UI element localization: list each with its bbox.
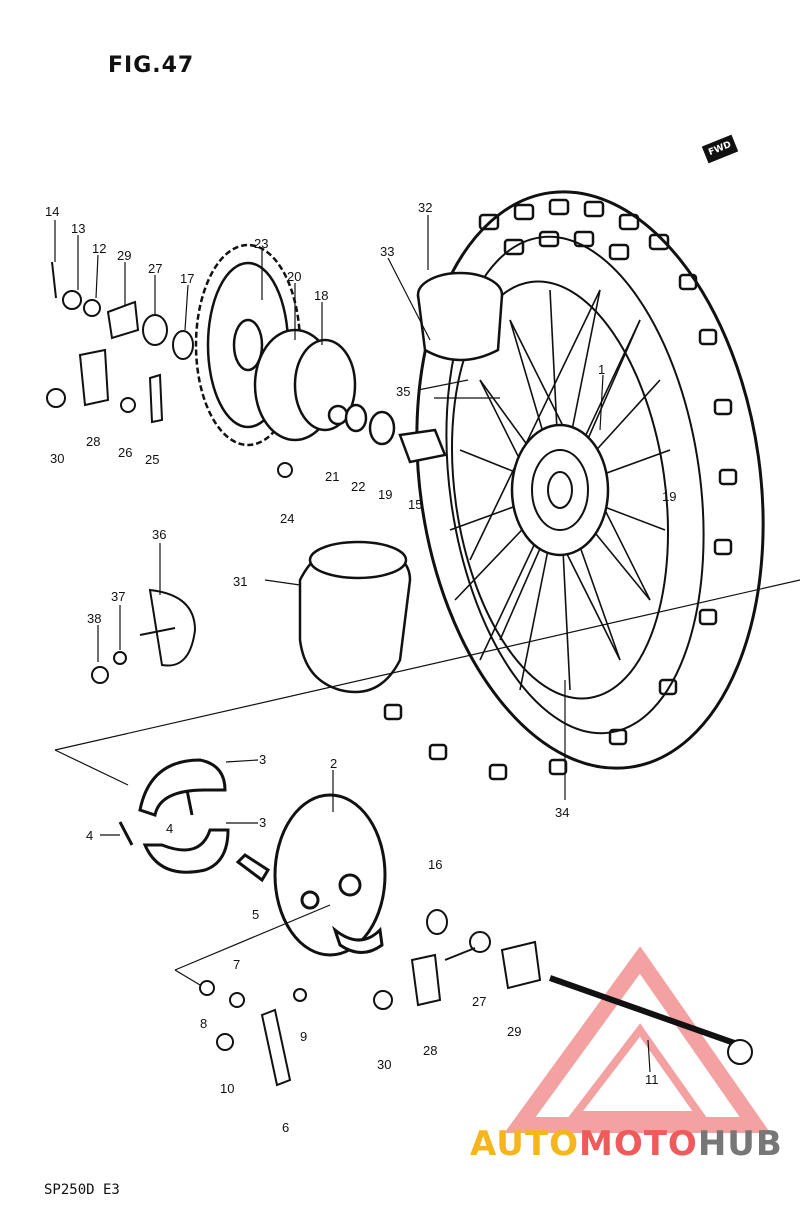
- inner-tube: [298, 540, 412, 694]
- brake-lever-parts: [199, 980, 393, 1087]
- callout-34: 34: [555, 805, 570, 820]
- leader-lines: [54, 215, 800, 1073]
- hub-drum: [253, 328, 447, 464]
- brake-panel: [273, 793, 387, 957]
- callout-36: 36: [152, 527, 167, 542]
- callout-1: 1: [598, 362, 606, 377]
- callout-19b: 19: [662, 489, 677, 504]
- callout-27a: 27: [148, 261, 163, 276]
- callout-21: 21: [325, 469, 340, 484]
- callout-4b: 4: [86, 828, 94, 843]
- callout-25: 25: [145, 452, 160, 467]
- model-code: SP250D E3: [44, 1182, 120, 1198]
- callout-3b: 3: [259, 815, 267, 830]
- callout-24: 24: [280, 511, 295, 526]
- callout-30b: 30: [377, 1057, 392, 1072]
- callout-28b: 28: [423, 1043, 438, 1058]
- axle-right-parts: [410, 909, 753, 1065]
- callout-29b: 29: [507, 1024, 522, 1039]
- callout-17: 17: [180, 271, 195, 286]
- tire: [383, 190, 765, 781]
- callout-26: 26: [118, 445, 133, 460]
- callout-23: 23: [254, 236, 269, 251]
- callout-27b: 27: [472, 994, 487, 1009]
- callout-14: 14: [45, 204, 60, 219]
- callout-8: 8: [200, 1016, 208, 1031]
- callout-28a: 28: [86, 434, 101, 449]
- rim: [449, 280, 671, 700]
- callout-19a: 19: [378, 487, 393, 502]
- callout-9: 9: [300, 1029, 308, 1044]
- callout-16: 16: [428, 857, 443, 872]
- brake-shoes: [118, 758, 271, 883]
- callout-2: 2: [330, 756, 338, 771]
- callout-33: 33: [380, 244, 395, 259]
- callout-22: 22: [351, 479, 366, 494]
- watermark-part1: AUTO: [470, 1124, 579, 1164]
- callout-18: 18: [314, 288, 329, 303]
- callout-5: 5: [252, 907, 260, 922]
- callout-15: 15: [408, 497, 423, 512]
- callout-12: 12: [92, 241, 107, 256]
- callout-7: 7: [233, 957, 241, 972]
- watermark-logo: [504, 946, 771, 1133]
- watermark-part2: MOTO: [578, 1124, 698, 1164]
- callout-29a: 29: [117, 248, 132, 263]
- figure-title: FIG.47: [108, 53, 195, 78]
- callout-10: 10: [220, 1081, 235, 1096]
- callout-38: 38: [87, 611, 102, 626]
- callout-3a: 3: [259, 752, 267, 767]
- callout-31: 31: [233, 574, 248, 589]
- callout-32: 32: [418, 200, 433, 215]
- callout-35: 35: [396, 384, 411, 399]
- watermark-part3: HUB: [697, 1124, 783, 1164]
- callout-6: 6: [282, 1120, 290, 1135]
- rim-band: [416, 271, 504, 362]
- callout-20: 20: [287, 269, 302, 284]
- callout-11: 11: [645, 1072, 659, 1087]
- axle-small-parts: [46, 261, 293, 478]
- callout-37: 37: [111, 589, 126, 604]
- callout-30a: 30: [50, 451, 65, 466]
- callout-4a: 4: [166, 821, 174, 836]
- watermark-text: AUTOMOTOHUB: [470, 1124, 783, 1164]
- spacer-plate: [91, 588, 197, 684]
- callout-13: 13: [71, 221, 86, 236]
